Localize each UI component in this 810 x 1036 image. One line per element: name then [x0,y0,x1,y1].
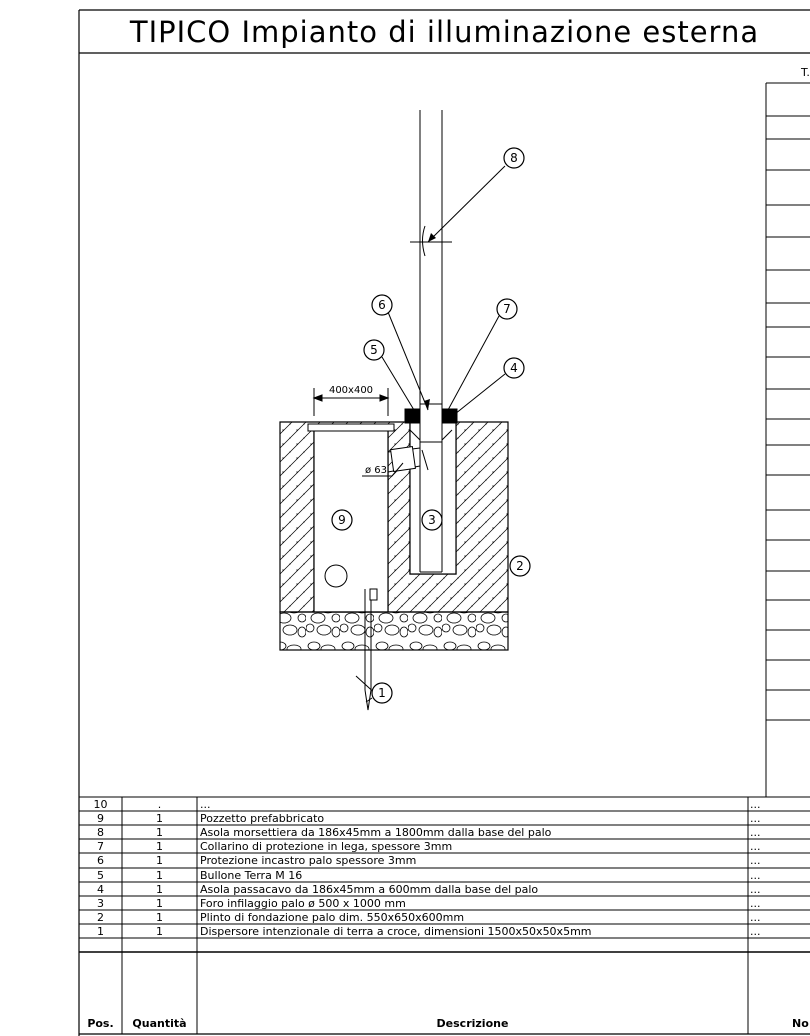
sleeve-hole [409,421,457,575]
callout-4: 4 [510,361,518,375]
leader-lines [365,165,506,703]
callout-2: 2 [516,559,524,573]
row-3-notes: ... [750,897,761,910]
row-9-qty: 1 [156,812,163,825]
collar-left [404,408,421,424]
row-1-desc: Dispersore intenzionale di terra a croce… [200,925,592,938]
row-7-qty: 1 [156,840,163,853]
header-qty: Quantità [132,1017,187,1030]
row-1-pos: 1 [97,925,104,938]
row-9-pos: 9 [97,812,104,825]
row-10-pos: 10 [93,798,108,811]
row-4-desc: Asola passacavo da 186x45mm a 600mm dall… [200,883,539,896]
row-8-notes: ... [750,826,761,839]
row-7-pos: 7 [97,840,104,853]
callout-9: 9 [338,513,346,527]
row-2-notes: ... [750,911,761,924]
row-2-pos: 2 [97,911,104,924]
row-9-desc: Pozzetto prefabbricato [200,812,325,825]
row-5-qty: 1 [156,869,163,882]
row-7-desc: Collarino di protezione in lega, spessor… [200,840,453,853]
row-7-notes: ... [750,840,761,853]
row-1-notes: ... [750,925,761,938]
callout-6: 6 [378,298,386,312]
row-8-qty: 1 [156,826,163,839]
row-4-qty: 1 [156,883,163,896]
row-5-pos: 5 [97,869,104,882]
callout-circles [331,147,531,704]
row-5-desc: Bullone Terra M 16 [200,869,303,882]
row-4-notes: ... [750,883,761,896]
row-5-notes: ... [750,869,761,882]
foundation-detail [279,110,509,711]
callout-labels: 8 6 7 5 4 9 3 2 1 [338,151,524,700]
row-8-desc: Asola morsettiera da 186x45mm a 1800mm d… [200,826,552,839]
collar-right [441,408,458,424]
callout-3: 3 [428,513,436,527]
row-10-qty: . [157,798,162,811]
callout-5: 5 [370,343,378,357]
row-1-qty: 1 [156,925,163,938]
parts-table-grid [79,796,810,1034]
row-6-qty: 1 [156,854,163,867]
row-4-pos: 4 [97,883,104,896]
callout-8: 8 [510,151,518,165]
drain-hole [324,564,348,588]
row-8-pos: 8 [97,826,104,839]
header-desc: Descrizione [436,1017,509,1030]
row-2-qty: 1 [156,911,163,924]
row-10-desc: ... [200,798,211,811]
row-3-desc: Foro infilaggio palo ø 500 x 1000 mm [200,897,406,910]
dimension-label: 400x400 [329,385,373,396]
drawing-title: TIPICO Impianto di illuminazione esterna [129,15,760,49]
row-3-pos: 3 [97,897,104,910]
header-notes: No [792,1017,809,1030]
callout-7: 7 [503,302,511,316]
row-2-desc: Plinto di fondazione palo dim. 550x650x6… [200,911,465,924]
header-pos: Pos. [87,1017,114,1030]
frame [78,9,810,1036]
row-6-pos: 6 [97,854,104,867]
callout-1: 1 [378,686,386,700]
pit-cover [307,423,395,432]
row-10-notes: ... [750,798,761,811]
diameter-label: ø 63 [365,465,387,476]
arrowheads [424,233,436,410]
row-6-desc: Protezione incastro palo spessore 3mm [200,854,417,867]
row-6-notes: ... [750,854,761,867]
right-panel-header: T. [800,66,810,79]
right-panel-grid [765,82,810,797]
gravel-base [279,611,509,651]
earth-electrode-head [369,588,378,601]
row-3-qty: 1 [156,897,163,910]
row-9-notes: ... [750,812,761,825]
